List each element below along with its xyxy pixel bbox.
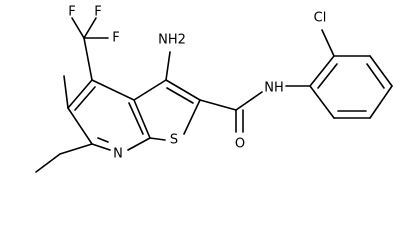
bond-c7a-c3a-inner	[128, 102, 144, 135]
atom-label-ring-sulfur: S	[170, 133, 178, 148]
atom-label-chlorine: Cl	[314, 11, 327, 26]
bond-ethyl-2	[35, 153, 61, 173]
atom-label-carbonyl-oxygen: O	[235, 137, 245, 152]
bond-c3-nh2	[165, 51, 171, 81]
bond-c6-n	[91, 143, 111, 151]
bond-ar2-cl	[321, 29, 335, 57]
bond-s-c7a	[149, 137, 166, 141]
atom-label-ring-nitrogen: N	[113, 147, 123, 162]
atom-label-nh2: NH2	[158, 33, 186, 48]
bond-c5-c6	[67, 107, 93, 145]
bond-cf3-f-top-right	[83, 17, 97, 39]
bond-c3a-c3	[133, 79, 167, 101]
bond-ar1-ar2-inner	[317, 63, 338, 89]
atom-label-f-top-left: F	[68, 5, 75, 20]
atom-label-f-top-right: F	[94, 5, 101, 20]
bond-ar1-ar2	[309, 55, 335, 87]
bond-c3-c2	[165, 79, 201, 101]
bond-ethyl-1	[59, 143, 93, 155]
bond-c7a-c3a	[133, 99, 151, 139]
bond-ar6-ar1	[309, 85, 335, 119]
atom-label-f-side: F	[112, 31, 119, 46]
atom-labels: F F F NH2 NH Cl N S O	[68, 5, 326, 162]
bond-c2-s	[183, 99, 201, 135]
bond-cf3-f-top-left	[71, 17, 85, 39]
bond-methyl	[63, 75, 69, 109]
bond-lines	[35, 17, 393, 173]
chemical-structure-diagram: F F F NH2 NH Cl N S O	[35, 5, 393, 173]
bond-c6-n-inner	[97, 137, 109, 143]
bond-c4-c5-inner	[74, 86, 96, 111]
bond-n-c7a	[127, 137, 151, 151]
bond-c3a-c4	[91, 79, 135, 101]
atom-label-nh-amide: NH	[264, 81, 284, 96]
bond-c2-carbonyl	[199, 99, 237, 111]
bond-c3-c2-inner	[166, 87, 194, 104]
bond-carbonyl-nh	[235, 91, 263, 111]
bond-ar4-ar5	[369, 85, 393, 119]
bond-cf3-ring	[83, 37, 93, 81]
bond-c4-c5	[67, 79, 93, 109]
bond-ar3-ar4	[369, 55, 393, 87]
bond-ar3-ar4-inner	[366, 63, 385, 89]
